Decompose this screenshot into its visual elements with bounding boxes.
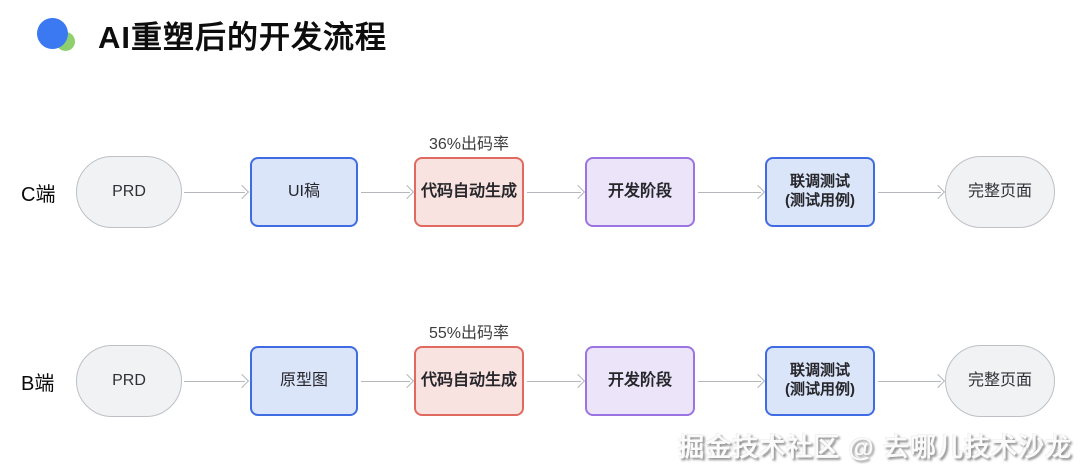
arrow-icon [527, 381, 581, 382]
node-dev-stage-b: 开发阶段 [585, 346, 695, 416]
node-complete-page-b: 完整页面 [945, 345, 1055, 417]
flow-row-c: C端 36%出码率 PRD UI稿 代码自动生成 开发阶段 联调测试 (测试用例… [0, 136, 1080, 228]
node-joint-test-b: 联调测试 (测试用例) [765, 346, 875, 416]
row-label-b: B端 [21, 372, 55, 395]
joint-test-line2: (测试用例) [785, 381, 855, 398]
joint-test-line1: 联调测试 [789, 173, 850, 191]
arrow-icon [698, 381, 761, 382]
node-code-autogen-b: 代码自动生成 [414, 346, 524, 416]
arrow-icon [878, 381, 941, 382]
node-prd-b: PRD [76, 345, 182, 417]
arrow-icon [361, 192, 410, 193]
blue-green-dots-bullet-icon [36, 15, 78, 55]
watermark: 掘金技术社区 @ 去哪儿技术沙龙 [678, 432, 1072, 462]
title-bar: AI重塑后的开发流程 [36, 12, 387, 57]
node-prd-c: PRD [76, 156, 182, 228]
arrow-icon [527, 192, 581, 193]
node-prototype-b: 原型图 [250, 346, 358, 416]
node-complete-page-c: 完整页面 [945, 156, 1055, 228]
page-title: AI重塑后的开发流程 [98, 20, 387, 55]
row-label-c: C端 [21, 183, 56, 206]
node-ui-draft-c: UI稿 [250, 157, 358, 227]
blue-dot-icon [37, 17, 68, 49]
node-code-autogen-c: 代码自动生成 [414, 157, 524, 227]
arrow-icon [698, 192, 761, 193]
codegen-rate-label-b: 55%出码率 [428, 325, 510, 342]
arrow-icon [878, 192, 941, 193]
node-joint-test-c: 联调测试 (测试用例) [765, 157, 875, 227]
flow-row-b: B端 55%出码率 PRD 原型图 代码自动生成 开发阶段 联调测试 (测试用例… [0, 325, 1080, 417]
joint-test-line2: (测试用例) [785, 192, 855, 209]
joint-test-line1: 联调测试 [789, 362, 850, 380]
arrow-icon [184, 192, 245, 193]
arrow-icon [184, 381, 245, 382]
node-dev-stage-c: 开发阶段 [585, 157, 695, 227]
arrow-icon [361, 381, 410, 382]
codegen-rate-label-c: 36%出码率 [428, 136, 510, 153]
